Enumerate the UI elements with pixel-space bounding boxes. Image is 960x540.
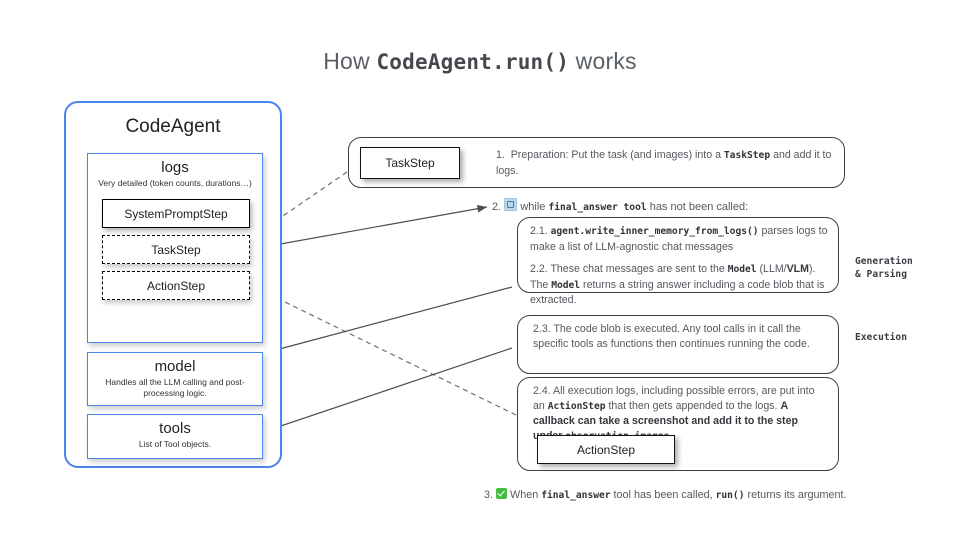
green-check-icon (496, 488, 508, 499)
step22-text: 2.2. These chat messages are sent to the… (530, 262, 830, 308)
step3-code-b: run() (715, 490, 745, 501)
step1-text-a: Preparation: Put the task (and images) i… (510, 149, 724, 161)
execution-card (517, 315, 839, 374)
taskstep-chip[interactable]: TaskStep (360, 147, 460, 179)
title-prefix: How (323, 48, 377, 74)
step21-number: 2.1. (530, 225, 548, 237)
generation-parsing-card (517, 217, 839, 293)
log-item-systempromptstep[interactable]: SystemPromptStep (102, 199, 250, 228)
label-generation-line1: Generation (855, 256, 913, 267)
step2-number: 2. (492, 201, 502, 213)
step3-code-a: final_answer (541, 490, 611, 501)
wire-step22-to-model (256, 286, 513, 357)
step1-text-b: and add it to logs. (496, 149, 832, 177)
step21-code-a: agent.write_inner_memory_from_logs() (550, 226, 759, 237)
model-title: model (154, 358, 196, 375)
step24-code-a: ActionStep (547, 400, 606, 412)
step2-text-b: has not been called: (646, 201, 749, 213)
step2-header: 2. while final_answer tool has not been … (492, 198, 748, 213)
codeagent-panel: CodeAgent logs Very detailed (token coun… (64, 101, 282, 468)
loop-arrows-icon (504, 198, 518, 211)
wire-logs-to-step2 (257, 204, 488, 249)
step21-text: 2.1. agent.write_inner_memory_from_logs(… (530, 224, 830, 254)
step24-number: 2.4. (533, 385, 551, 397)
page-title: How CodeAgent.run() works (0, 48, 960, 75)
wire-step23-to-tools (256, 347, 513, 435)
tools-box: tools List of Tool objects. (87, 414, 263, 459)
step3-number: 3. (484, 489, 494, 501)
step3-line: 3. When final_answer tool has been calle… (484, 488, 847, 501)
step1-code-a: TaskStep (723, 150, 771, 161)
step2-code-a: final_answer tool (548, 202, 647, 213)
codeagent-title: CodeAgent (125, 116, 221, 137)
step22-code-a: Model (727, 264, 757, 275)
log-item-actionstep[interactable]: ActionStep (102, 271, 250, 300)
step23-text-a: The code blob is executed. Any tool call… (533, 323, 810, 350)
logs-title: logs (161, 159, 189, 176)
actionstep-chip[interactable]: ActionStep (537, 435, 675, 464)
step23-number: 2.3. (533, 323, 551, 335)
step23-text: 2.3. The code blob is executed. Any tool… (533, 322, 833, 351)
tools-subtitle: List of Tool objects. (138, 439, 212, 449)
logs-box: logs Very detailed (token counts, durati… (87, 153, 263, 343)
step1-text: 1. Preparation: Put the task (and images… (496, 148, 834, 178)
step22-number: 2.2. (530, 263, 548, 275)
step24-text-b: that then gets appended to the logs. (605, 399, 781, 412)
title-code: CodeAgent.run() (376, 50, 570, 74)
label-generation-line2: & Parsing (855, 268, 907, 280)
step3-text-b: tool has been called, (610, 489, 716, 501)
label-generation-parsing: Generation& Parsing (855, 256, 913, 281)
step22-text-c: ). The (530, 263, 816, 291)
step22-text-a: These chat messages are sent to the (550, 263, 728, 275)
step22-text-d: returns a string answer including a code… (530, 278, 825, 307)
step21-text-a: parses logs to make a list of LLM-agnost… (530, 225, 828, 253)
step22-code-b: Model (551, 279, 581, 291)
step3-text-a: When (510, 489, 542, 501)
logs-subtitle: Very detailed (token counts, durations…) (98, 178, 252, 188)
step22-text-b: (LLM/ (756, 263, 787, 275)
model-subtitle: Handles all the LLM calling and post-pro… (105, 377, 245, 398)
step24-text-a: All execution logs, including possible e… (533, 385, 815, 412)
label-execution: Execution (855, 332, 907, 343)
step22-bold-a: VLM (786, 263, 809, 275)
step1-number: 1. (496, 149, 505, 161)
step2-text-a: while (520, 201, 549, 213)
step3-text-c: returns its argument. (744, 489, 847, 501)
tools-title: tools (159, 420, 191, 437)
model-box: model Handles all the LLM calling and po… (87, 352, 263, 406)
title-suffix: works (569, 48, 637, 74)
log-item-taskstep[interactable]: TaskStep (102, 235, 250, 264)
wire-step24-to-actionstep (241, 280, 517, 416)
